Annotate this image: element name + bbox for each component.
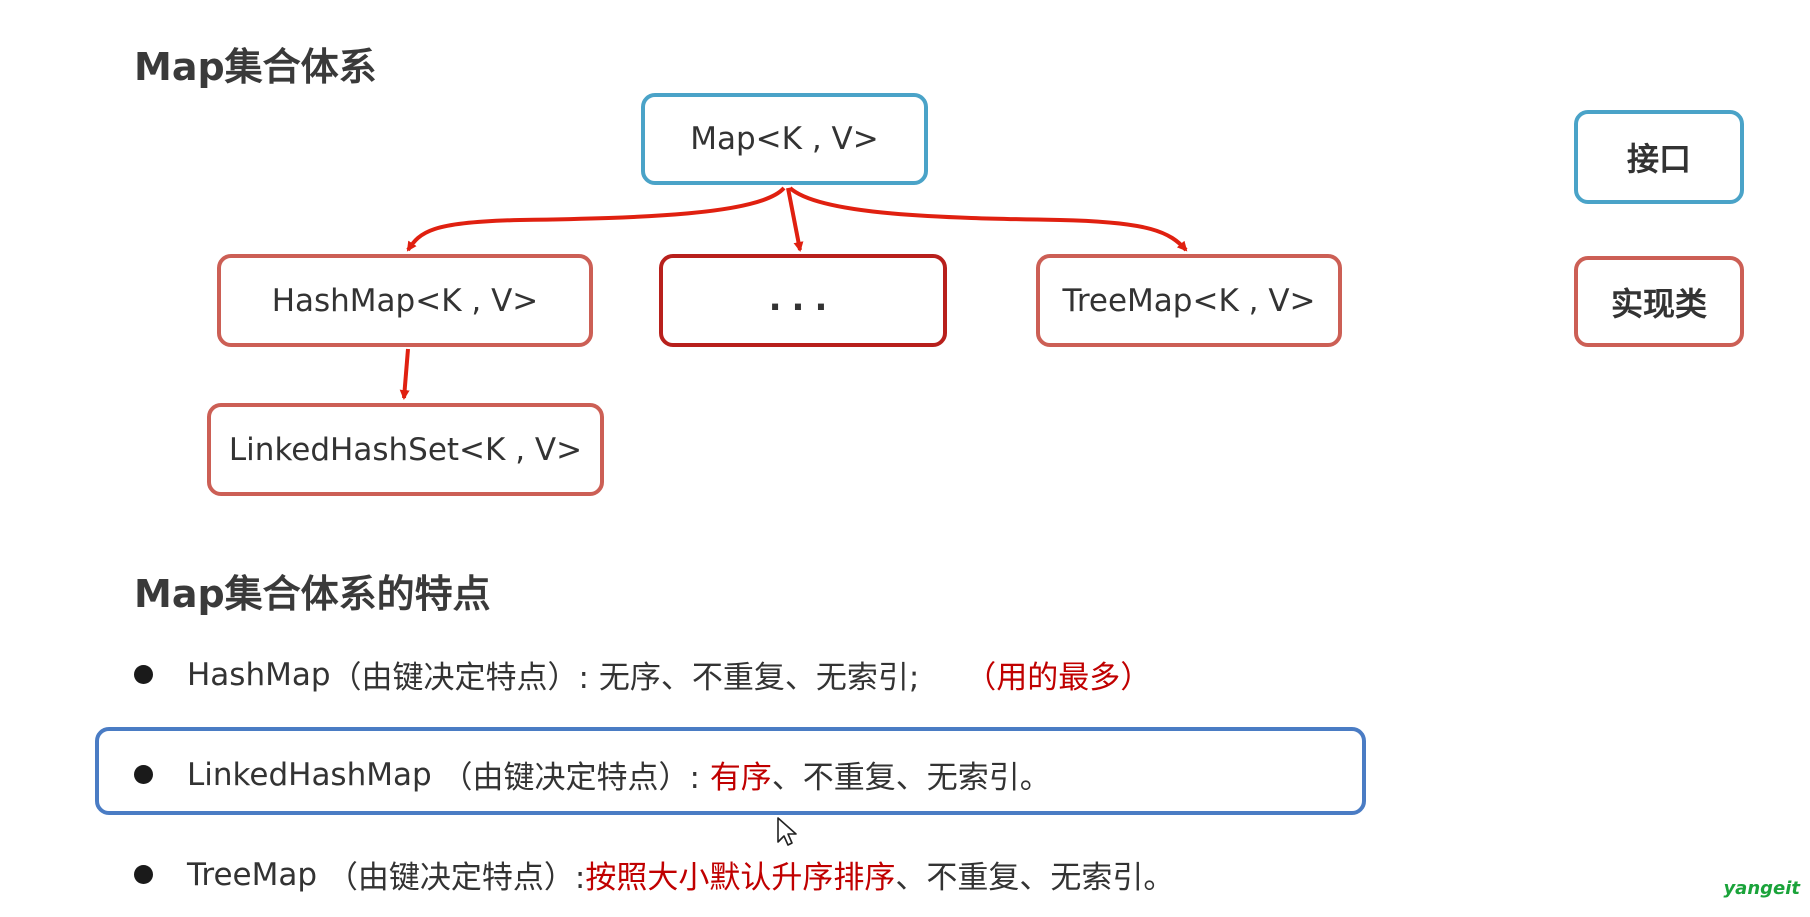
legend-interface: 接口 xyxy=(1574,110,1744,204)
arrow-map-to-treemap xyxy=(788,186,1188,252)
feature-rest: 、不重复、无索引。 xyxy=(895,860,1175,896)
feature-name: TreeMap xyxy=(187,856,318,893)
legend-interface-label: 接口 xyxy=(1626,140,1691,178)
bullet-icon xyxy=(134,665,153,684)
bullet-icon xyxy=(134,765,153,784)
feature-desc: （由键决定特点）: 无序、不重复、无索引; xyxy=(330,660,920,696)
ellipsis-label: ... xyxy=(768,278,838,319)
feature-name: HashMap xyxy=(187,656,331,693)
feature-highlight: 按照大小默认升序排序 xyxy=(585,860,896,896)
feature-highlight: 有序 xyxy=(709,760,772,796)
arrow-hashmap-to-linked xyxy=(399,348,410,400)
feature-name: LinkedHashMap xyxy=(187,756,432,793)
features-title: Map集合体系的特点 xyxy=(134,572,491,616)
arrow-map-to-hashmap xyxy=(406,186,786,252)
ellipsis-box: ... xyxy=(659,254,947,347)
map-interface-box: Map<K , V> xyxy=(641,93,928,185)
watermark: yangeit xyxy=(1723,878,1800,899)
feature-desc: （由键决定特点）: xyxy=(317,860,586,896)
feature-note: （用的最多） xyxy=(965,660,1152,696)
hashmap-box: HashMap<K , V> xyxy=(217,254,593,347)
hashmap-label: HashMap<K , V> xyxy=(271,282,539,319)
feature-item-linkedhashmap: LinkedHashMap （由键决定特点）: 有序 、不重复、无索引。 xyxy=(134,752,1051,797)
treemap-box: TreeMap<K , V> xyxy=(1036,254,1342,347)
arrow-map-to-ellipsis xyxy=(786,187,804,252)
legend-impl-label: 实现类 xyxy=(1610,284,1707,323)
feature-item-hashmap: HashMap （由键决定特点）: 无序、不重复、无索引; （用的最多） xyxy=(134,652,1151,697)
map-interface-label: Map<K , V> xyxy=(690,121,879,157)
bullet-icon xyxy=(134,865,153,884)
linkedhashset-label: LinkedHashSet<K , V> xyxy=(228,431,583,468)
page-title: Map集合体系 xyxy=(134,45,377,89)
feature-rest: 、不重复、无索引。 xyxy=(771,760,1051,796)
feature-item-treemap: TreeMap （由键决定特点）: 按照大小默认升序排序 、不重复、无索引。 xyxy=(134,852,1174,897)
mouse-cursor-icon xyxy=(777,817,797,846)
treemap-label: TreeMap<K , V> xyxy=(1062,282,1316,319)
feature-desc: （由键决定特点）: xyxy=(431,760,710,796)
linkedhashset-box: LinkedHashSet<K , V> xyxy=(207,403,604,496)
selection-highlight xyxy=(95,727,1366,815)
legend-implementation: 实现类 xyxy=(1574,256,1744,347)
